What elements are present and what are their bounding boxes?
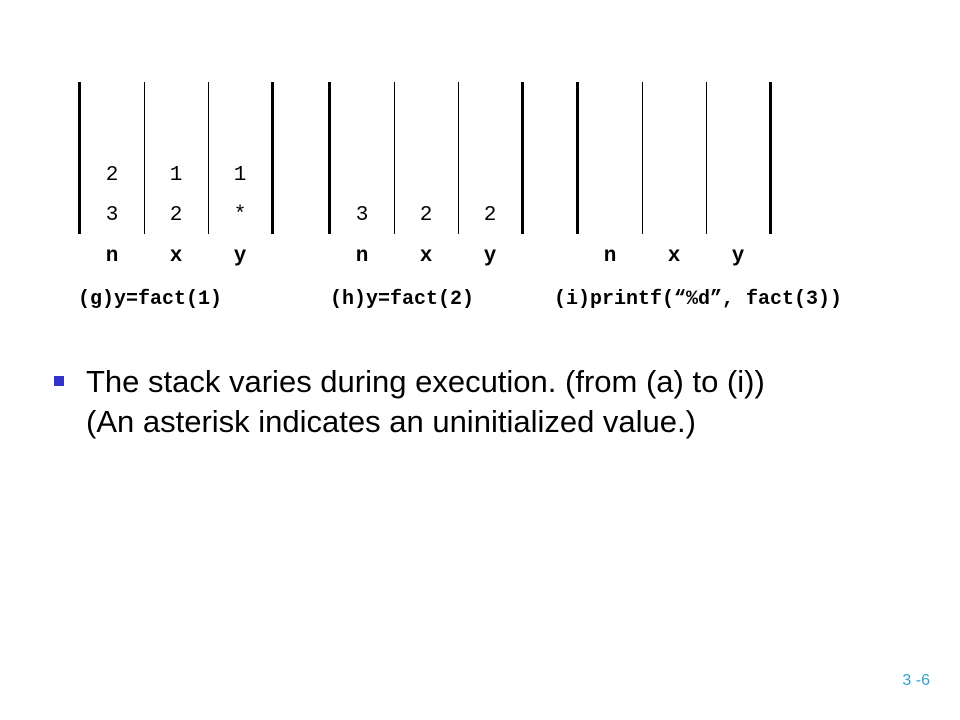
square-bullet-icon [54, 376, 64, 386]
label-n: n [603, 245, 617, 268]
column-divider [144, 82, 145, 234]
column-divider [706, 82, 707, 234]
caption-g: (g)y=fact(1) [78, 288, 223, 311]
cell-n-upper: 2 [105, 164, 119, 187]
label-x: x [667, 245, 681, 268]
cell-x-upper: 1 [169, 164, 183, 187]
column-divider [394, 82, 395, 234]
column-divider [642, 82, 643, 234]
bullet-line-1: The stack varies during execution. (from… [86, 364, 765, 399]
column-divider [208, 82, 209, 234]
caption-i: (i)printf(“%d”, fact(3)) [554, 288, 843, 311]
stack-left-border [576, 82, 579, 234]
bullet-text: The stack varies during execution. (from… [86, 362, 934, 442]
cell-y-lower: * [233, 204, 247, 227]
cell-x-lower: 2 [169, 204, 183, 227]
stack-right-border [521, 82, 524, 234]
label-n: n [105, 245, 119, 268]
bullet-line-2: (An asterisk indicates an uninitialized … [86, 404, 696, 439]
cell-y-lower: 2 [483, 204, 497, 227]
caption-h: (h)y=fact(2) [330, 288, 475, 311]
label-y: y [483, 245, 497, 268]
label-x: x [169, 245, 183, 268]
stack-h: 3 2 2 [328, 82, 524, 234]
column-divider [458, 82, 459, 234]
label-y: y [731, 245, 745, 268]
stack-right-border [769, 82, 772, 234]
stack-right-border [271, 82, 274, 234]
cell-x-lower: 2 [419, 204, 433, 227]
cell-n-lower: 3 [105, 204, 119, 227]
label-n: n [355, 245, 369, 268]
label-y: y [233, 245, 247, 268]
stack-g: 2 1 1 3 2 * [78, 82, 274, 234]
cell-n-lower: 3 [355, 204, 369, 227]
bullet-point: The stack varies during execution. (from… [54, 362, 934, 442]
stack-left-border [328, 82, 331, 234]
stack-left-border [78, 82, 81, 234]
cell-y-upper: 1 [233, 164, 247, 187]
label-x: x [419, 245, 433, 268]
stack-i [576, 82, 772, 234]
page-number: 3 -6 [902, 672, 930, 689]
